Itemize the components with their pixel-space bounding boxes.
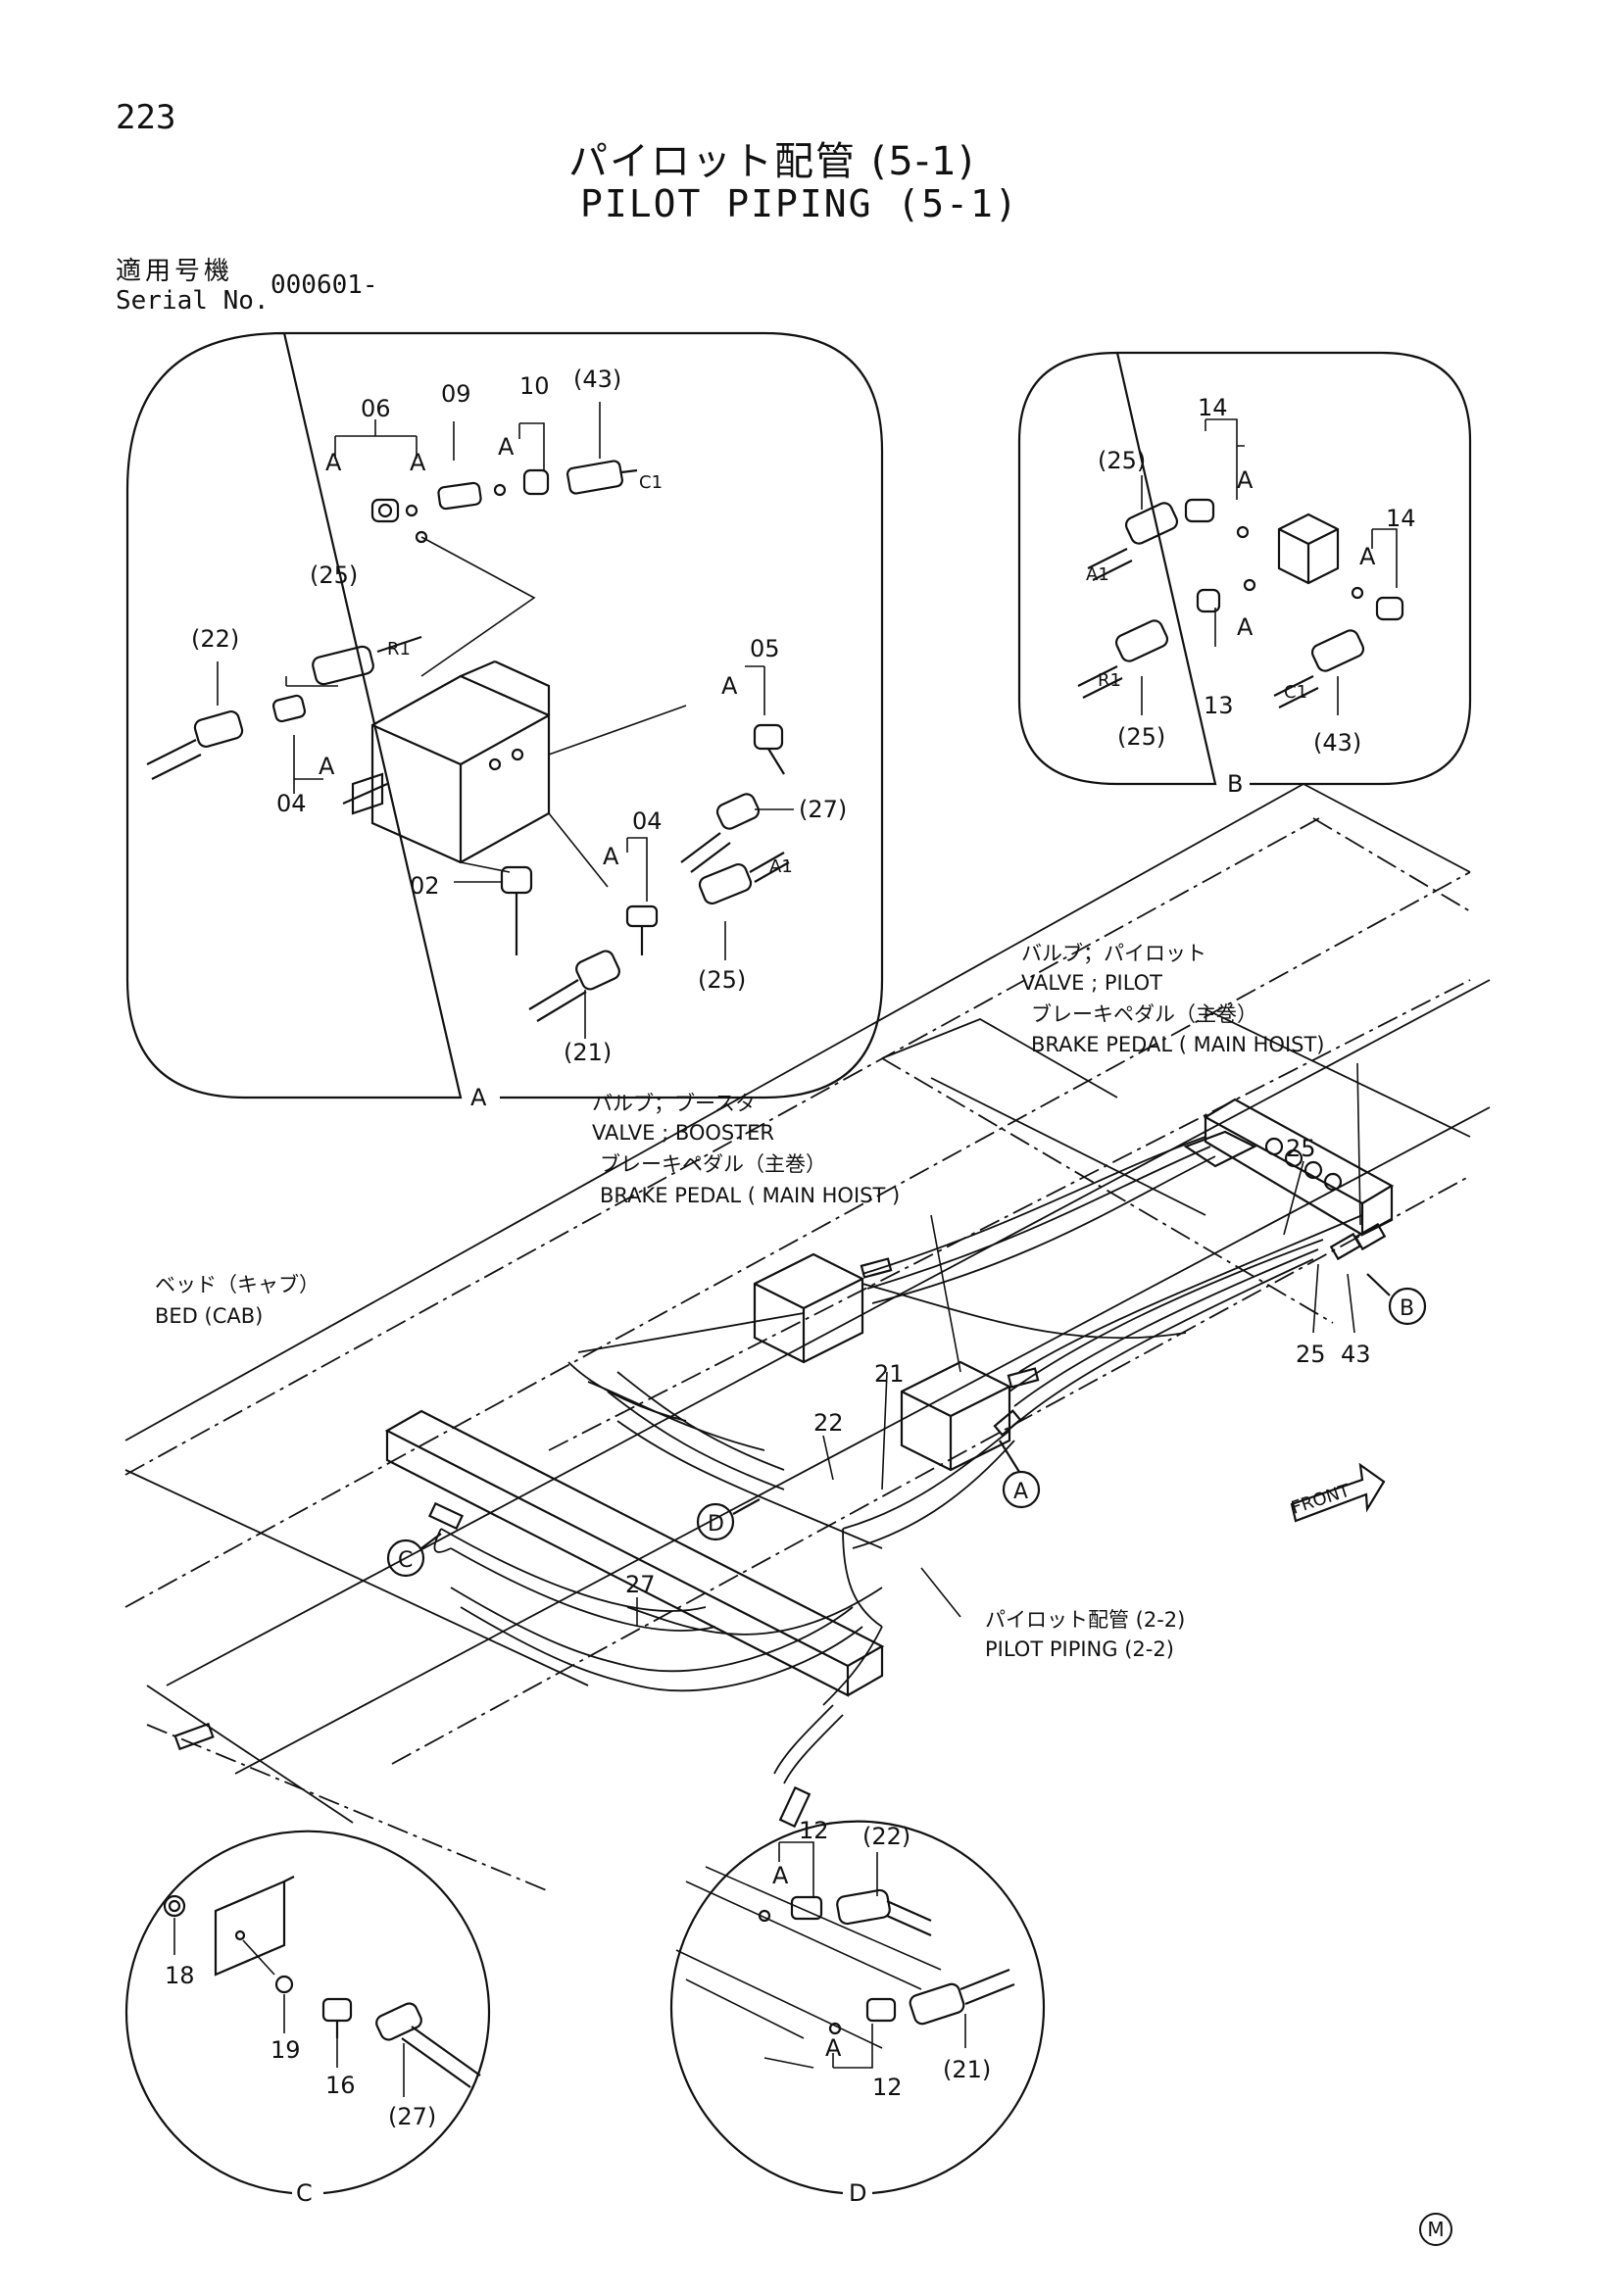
detail-b-letter-a3: A <box>1237 613 1254 641</box>
detail-a-labels: A 06 09 10 (43) A A A C1 (25) R1 (22) A … <box>191 366 847 1111</box>
callout-b: B <box>1400 1296 1414 1321</box>
detail-d-part-21: (21) <box>943 2056 991 2083</box>
valve-booster-name-en: VALVE ; BOOSTER <box>592 1121 774 1145</box>
detail-d-part-12-top: 12 <box>799 1817 829 1844</box>
manufacturer-mark: M <box>1419 2213 1452 2246</box>
detail-c-labels: C 18 19 16 (27) <box>165 1962 436 2207</box>
serial-number-value: 000601- <box>270 270 378 300</box>
callout-a: A <box>1013 1480 1028 1504</box>
detail-b-part-13: 13 <box>1204 692 1234 719</box>
detail-a-part-10: 10 <box>519 372 550 400</box>
main-callouts: B A D C <box>386 1273 1427 1578</box>
valve-pilot-name-ja: バルブ；パイロット <box>1021 942 1206 965</box>
detail-a-letter-a2: A <box>410 449 426 476</box>
valve-pilot-name-en: VALVE ; PILOT <box>1021 971 1162 995</box>
detail-a-part-02: 02 <box>410 872 440 900</box>
detail-b-labels: B 14 A (25) A1 14 A R1 A 13 C1 (25) (43) <box>1086 394 1416 798</box>
detail-a-part-43: (43) <box>573 366 621 393</box>
pilot-valve-block <box>1183 1098 1395 1237</box>
front-label: FRONT <box>1289 1480 1353 1518</box>
detail-c-part-18: 18 <box>165 1962 195 1989</box>
detail-b-part-14-top: 14 <box>1198 394 1228 421</box>
valve-booster-sub-en: BRAKE PEDAL ( MAIN HOIST ) <box>600 1184 900 1207</box>
detail-b-tag-c1: C1 <box>1284 682 1307 703</box>
detail-b-view-label: B <box>1227 770 1243 798</box>
page-title-english: PILOT PIPING (5-1) <box>580 182 1019 225</box>
detail-b-part-14-right: 14 <box>1386 505 1416 532</box>
detail-a-letter-a1: A <box>325 449 342 476</box>
valve-pilot-sub-en: BRAKE PEDAL ( MAIN HOIST) <box>1031 1033 1325 1056</box>
main-part-43: 43 <box>1341 1341 1371 1368</box>
detail-a-part-22: (22) <box>191 625 239 653</box>
detail-a-part-25-top: (25) <box>310 562 358 589</box>
valve-booster-sub-ja: ブレーキペダル（主巻） <box>600 1152 826 1176</box>
main-part-21: 21 <box>874 1360 905 1388</box>
detail-d-part-22: (22) <box>862 1823 910 1850</box>
detail-b-letter-a1: A <box>1237 466 1254 494</box>
front-arrow-icon: FRONT <box>1289 1462 1386 1523</box>
main-part-leaders <box>636 1062 1361 1627</box>
detail-b-part-43: (43) <box>1313 729 1361 757</box>
detail-d-letter-a1: A <box>772 1862 789 1889</box>
detail-a-tag-c1: C1 <box>639 472 663 493</box>
detail-d-letter-a2: A <box>825 2034 842 2062</box>
detail-a-part-05: 05 <box>750 635 780 662</box>
main-assembly-view: FRONT B A D C <box>124 783 1491 1892</box>
detail-a-tag-r1: R1 <box>387 639 411 659</box>
detail-a-part-06: 06 <box>361 395 391 422</box>
cross-beam <box>384 1409 885 1697</box>
detail-c-view-label: C <box>296 2179 313 2207</box>
booster-valve-block <box>753 1252 1011 1472</box>
detail-a-letter-a5: A <box>721 672 738 700</box>
hose-bundle <box>433 1136 1363 1784</box>
detail-a-part-04-right: 04 <box>632 807 663 835</box>
detail-a-letter-a6: A <box>603 843 619 870</box>
detail-d-view <box>669 1820 1046 2195</box>
detail-a-view-label: A <box>470 1084 487 1111</box>
bed-name-en: BED (CAB) <box>155 1304 263 1328</box>
detail-a-letter-a4: A <box>319 753 335 780</box>
pilot-piping-ref-ja: パイロット配管 (2-2) <box>985 1608 1185 1632</box>
detail-d-labels: D 12 A (22) A 12 (21) <box>772 1817 991 2207</box>
manufacturer-mark-letter: M <box>1427 2218 1445 2241</box>
detail-a-letter-a3: A <box>498 433 515 461</box>
detail-c-view <box>124 1830 491 2195</box>
detail-c-part-27: (27) <box>388 2103 436 2130</box>
pilot-piping-ref-en: PILOT PIPING (2-2) <box>985 1637 1174 1661</box>
page-title-japanese: パイロット配管 (5-1) <box>568 139 976 184</box>
detail-d-part-12-bottom: 12 <box>872 2074 903 2101</box>
callout-d: D <box>708 1512 724 1537</box>
detail-b-view <box>1017 351 1472 786</box>
serial-label-english: Serial No. <box>116 286 270 316</box>
main-view-labels: バルブ；パイロット VALVE ; PILOT ブレーキペダル（主巻） BRAK… <box>155 942 1371 1661</box>
main-part-25-top: 25 <box>1286 1135 1316 1162</box>
detail-b-part-25-bottom: (25) <box>1117 723 1165 751</box>
page-number: 223 <box>116 98 176 137</box>
hose-fittings <box>173 1222 1387 1829</box>
detail-a-part-09: 09 <box>441 380 471 408</box>
detail-c-part-16: 16 <box>325 2072 356 2099</box>
detail-d-view-label: D <box>849 2179 866 2207</box>
detail-a-part-04-left: 04 <box>276 790 307 817</box>
detail-a-part-25-bottom: (25) <box>698 966 746 994</box>
valve-booster-name-ja: バルブ；ブースタ <box>592 1092 756 1115</box>
main-part-27: 27 <box>625 1571 656 1598</box>
detail-b-tag-r1: R1 <box>1098 670 1121 691</box>
main-part-22: 22 <box>813 1409 844 1437</box>
main-part-25-bottom: 25 <box>1296 1341 1326 1368</box>
detail-a-view <box>125 331 884 1099</box>
detail-b-part-25-top: (25) <box>1098 447 1146 474</box>
detail-a-part-21: (21) <box>564 1039 612 1066</box>
detail-c-part-19: 19 <box>270 2036 301 2064</box>
serial-label-japanese: 適用号機 <box>116 257 234 286</box>
detail-a-part-27: (27) <box>799 796 847 823</box>
detail-b-tag-a1: A1 <box>1086 564 1109 585</box>
detail-a-tag-a1: A1 <box>769 856 793 877</box>
bed-name-ja: ベッド（キャブ） <box>155 1273 320 1296</box>
detail-b-letter-a2: A <box>1359 543 1376 570</box>
valve-pilot-sub-ja: ブレーキペダル（主巻） <box>1031 1002 1257 1026</box>
callout-c: C <box>398 1548 413 1573</box>
